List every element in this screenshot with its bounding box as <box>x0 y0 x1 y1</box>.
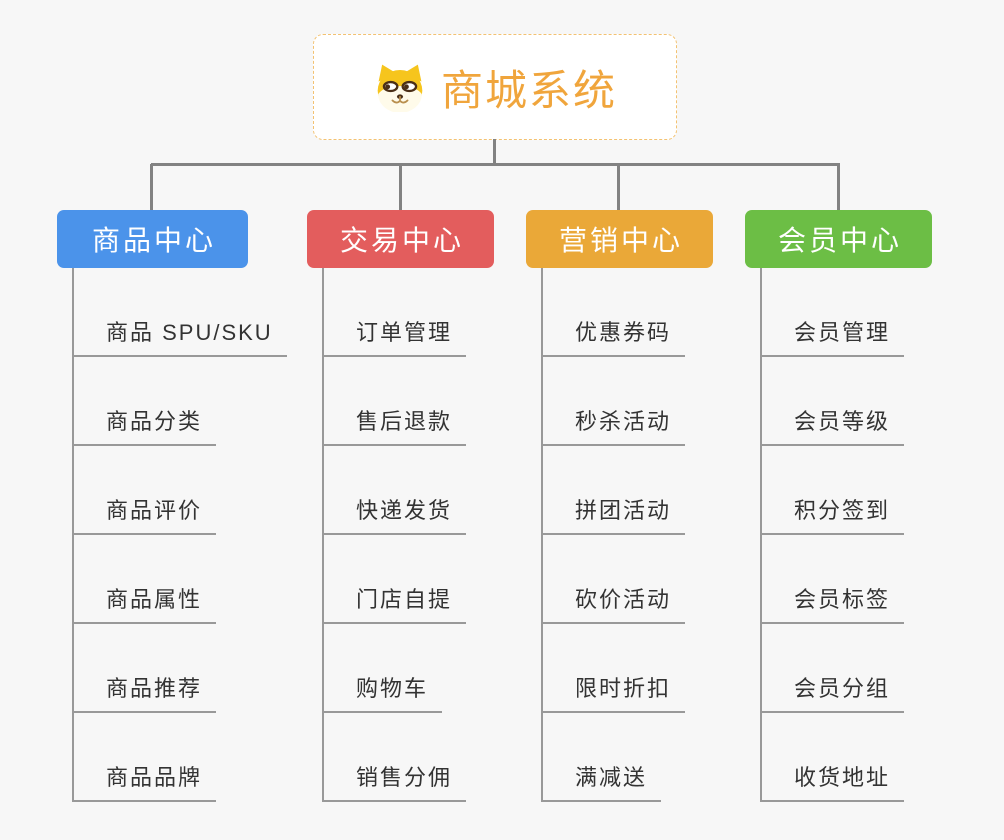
branch-product-center: 商品中心 商品 SPU/SKU 商品分类商品评价商品属性商品推荐商品品牌 <box>57 210 287 802</box>
branch-node-product-center[interactable]: 商品中心 <box>57 210 248 268</box>
topic-node[interactable]: 会员管理 <box>762 315 905 357</box>
topic-row: 砍价活动 <box>543 535 713 624</box>
connector-drop-trade <box>399 164 402 211</box>
topic-node[interactable]: 会员标签 <box>762 582 905 624</box>
dog-face-icon <box>377 64 423 112</box>
topic-node[interactable]: 订单管理 <box>324 315 467 357</box>
topic-row: 会员分组 <box>762 624 932 713</box>
topic-row: 商品分类 <box>74 357 287 446</box>
topic-row: 售后退款 <box>324 357 494 446</box>
topic-row: 会员管理 <box>762 268 932 357</box>
topic-node[interactable]: 秒杀活动 <box>543 404 686 446</box>
connector-drop-product <box>150 164 153 211</box>
topic-node[interactable]: 销售分佣 <box>324 760 467 802</box>
topic-node[interactable]: 满减送 <box>543 760 662 802</box>
topic-node[interactable]: 商品分类 <box>74 404 217 446</box>
topic-row: 限时折扣 <box>543 624 713 713</box>
topic-row: 会员等级 <box>762 357 932 446</box>
connector-root-stem <box>493 139 496 165</box>
branch-items-marketing: 优惠券码秒杀活动拼团活动砍价活动限时折扣满减送 <box>541 268 713 802</box>
branch-items-trade: 订单管理售后退款快递发货门店自提购物车销售分佣 <box>322 268 494 802</box>
topic-row: 快递发货 <box>324 446 494 535</box>
topic-node[interactable]: 门店自提 <box>324 582 467 624</box>
topic-row: 商品推荐 <box>74 624 287 713</box>
topic-node[interactable]: 限时折扣 <box>543 671 686 713</box>
topic-node[interactable]: 售后退款 <box>324 404 467 446</box>
root-node[interactable]: 商城系统 <box>313 34 677 140</box>
topic-node[interactable]: 积分签到 <box>762 493 905 535</box>
topic-node[interactable]: 砍价活动 <box>543 582 686 624</box>
topic-node[interactable]: 商品推荐 <box>74 671 217 713</box>
topic-row: 销售分佣 <box>324 713 494 802</box>
topic-row: 门店自提 <box>324 535 494 624</box>
topic-node[interactable]: 商品属性 <box>74 582 217 624</box>
topic-node[interactable]: 收货地址 <box>762 760 905 802</box>
topic-row: 商品评价 <box>74 446 287 535</box>
branch-node-marketing-center[interactable]: 营销中心 <box>526 210 713 268</box>
branch-items-product: 商品 SPU/SKU 商品分类商品评价商品属性商品推荐商品品牌 <box>72 268 287 802</box>
topic-node[interactable]: 会员分组 <box>762 671 905 713</box>
topic-row: 秒杀活动 <box>543 357 713 446</box>
connector-drop-member <box>837 164 840 211</box>
topic-row: 商品 SPU/SKU <box>74 268 287 357</box>
topic-row: 商品属性 <box>74 535 287 624</box>
branch-node-trade-center[interactable]: 交易中心 <box>307 210 494 268</box>
root-title: 商城系统 <box>440 66 617 114</box>
connector-horizontal-rail <box>151 163 840 166</box>
topic-node[interactable]: 商品品牌 <box>74 760 217 802</box>
topic-row: 会员标签 <box>762 535 932 624</box>
topic-node[interactable]: 商品 SPU/SKU <box>74 315 287 357</box>
branch-node-member-center[interactable]: 会员中心 <box>745 210 932 268</box>
topic-node[interactable]: 拼团活动 <box>543 493 686 535</box>
topic-row: 订单管理 <box>324 268 494 357</box>
topic-node[interactable]: 优惠券码 <box>543 315 686 357</box>
branch-marketing-center: 营销中心 优惠券码秒杀活动拼团活动砍价活动限时折扣满减送 <box>526 210 713 802</box>
topic-row: 积分签到 <box>762 446 932 535</box>
branch-member-center: 会员中心 会员管理会员等级积分签到会员标签会员分组收货地址 <box>745 210 932 802</box>
topic-node[interactable]: 快递发货 <box>324 493 467 535</box>
topic-row: 拼团活动 <box>543 446 713 535</box>
topic-row: 商品品牌 <box>74 713 287 802</box>
topic-node[interactable]: 会员等级 <box>762 404 905 446</box>
connector-drop-marketing <box>617 164 620 211</box>
topic-row: 满减送 <box>543 713 713 802</box>
topic-row: 优惠券码 <box>543 268 713 357</box>
topic-node[interactable]: 购物车 <box>324 671 443 713</box>
topic-row: 收货地址 <box>762 713 932 802</box>
topic-node[interactable]: 商品评价 <box>74 493 217 535</box>
topic-row: 购物车 <box>324 624 494 713</box>
branch-trade-center: 交易中心 订单管理售后退款快递发货门店自提购物车销售分佣 <box>307 210 494 802</box>
branch-items-member: 会员管理会员等级积分签到会员标签会员分组收货地址 <box>760 268 932 802</box>
